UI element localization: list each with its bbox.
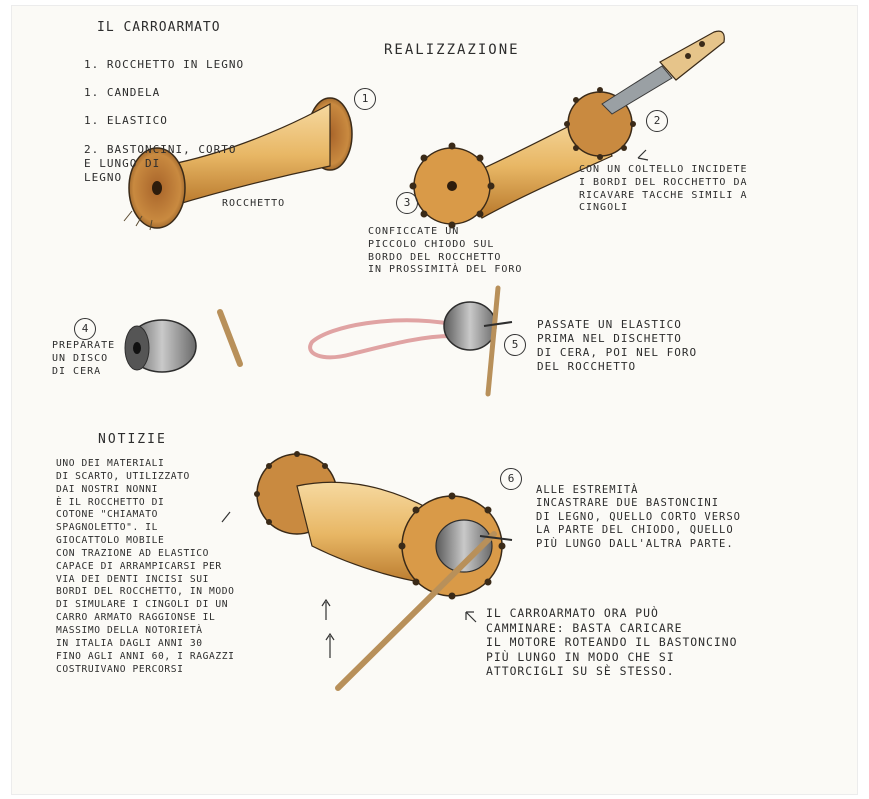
page-title: IL CARROARMATO — [97, 20, 221, 37]
step-4-text: PREPARATE UN DISCO DI CERA — [52, 340, 115, 378]
step-4-marker: 4 — [74, 318, 96, 340]
material-item: 1. ROCCHETTO IN LEGNO — [84, 58, 244, 72]
step-5-text: PASSATE UN ELASTICO PRIMA NEL DISCHETTO … — [537, 318, 697, 374]
step-3-text: CONFICCATE UN PICCOLO CHIODO SUL BORDO D… — [368, 226, 522, 277]
short-stick-drawing — [220, 312, 240, 364]
illustrated-instruction-sheet: IL CARROARMATO 1. ROCCHETTO IN LEGNO 1. … — [12, 6, 857, 794]
step-6-marker: 6 — [500, 468, 522, 490]
materials-list: 1. ROCCHETTO IN LEGNO 1. CANDELA 1. ELAS… — [84, 44, 244, 199]
step-2-text: CON UN COLTELLO INCIDETE I BORDI DEL ROC… — [579, 164, 748, 215]
step-2-marker: 2 — [646, 110, 668, 132]
step-1-marker: 1 — [354, 88, 376, 110]
realization-heading: REALIZZAZIONE — [384, 42, 520, 60]
material-item: 1. ELASTICO — [84, 114, 244, 128]
step-3-marker: 3 — [396, 192, 418, 214]
notes-text: UNO DEI MATERIALI DI SCARTO, UTILIZZATO … — [56, 458, 235, 676]
material-item: 1. CANDELA — [84, 86, 244, 100]
elastic-through-wax-drawing — [310, 288, 512, 394]
final-note-text: IL CARROARMATO ORA PUÒ CAMMINARE: BASTA … — [486, 606, 737, 679]
material-item: 2. BASTONCINI, CORTO E LUNGO DI LEGNO — [84, 143, 244, 185]
rocchetto-label: ROCCHETTO — [222, 198, 285, 211]
notes-heading: NOTIZIE — [98, 432, 167, 449]
step-6-text: ALLE ESTREMITÀ INCASTRARE DUE BASTONCINI… — [536, 484, 741, 551]
spool-drawing-3 — [222, 451, 512, 688]
wax-disc-drawing — [125, 320, 196, 372]
step-5-marker: 5 — [504, 334, 526, 356]
